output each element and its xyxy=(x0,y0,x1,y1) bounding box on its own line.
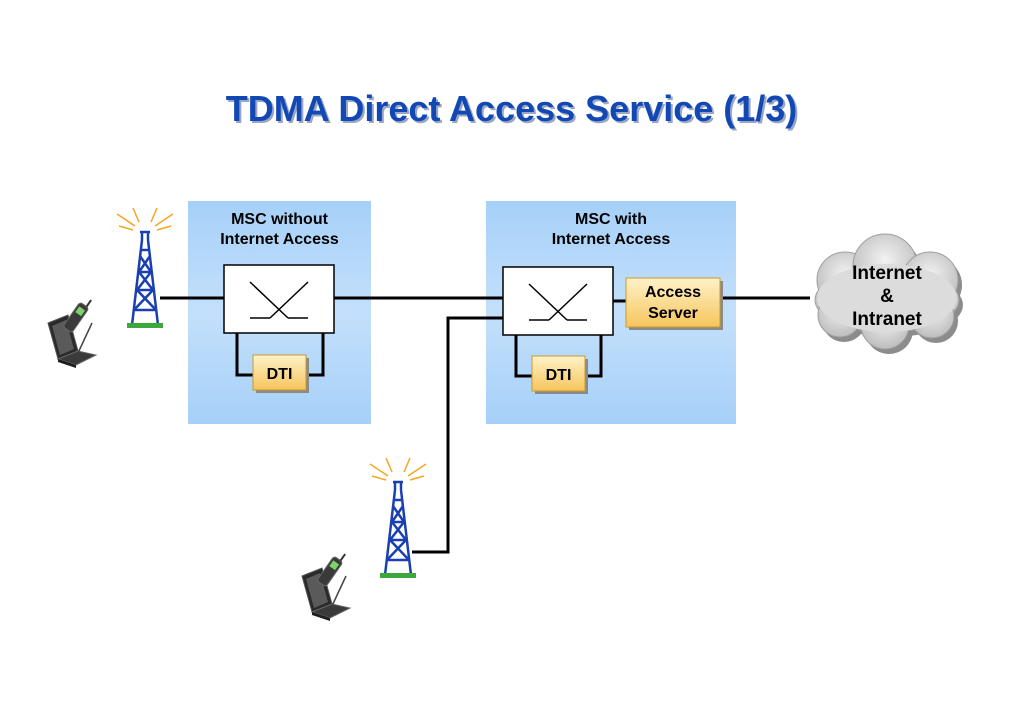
connection-lines xyxy=(160,296,810,554)
msc-left-label-line1: MSC without xyxy=(231,211,329,228)
msc-right-label-line1: MSC with xyxy=(575,211,647,228)
dti-box-right: DTI xyxy=(531,355,588,394)
msc-left-label-line2: Internet Access xyxy=(220,231,339,248)
cloud-icon: Internet & Intranet xyxy=(814,233,963,354)
antenna-tower-icon xyxy=(369,457,427,578)
msc-right-label-line2: Internet Access xyxy=(552,231,671,248)
access-server-box: Access Server xyxy=(625,277,723,330)
mobile-phone-icon xyxy=(317,553,346,587)
access-server-label-line2: Server xyxy=(648,305,698,322)
mobile-phone-icon xyxy=(63,299,92,333)
cloud-label-line3: Intranet xyxy=(852,309,922,330)
page-title: TDMA Direct Access Service (1/3) xyxy=(225,88,798,129)
access-server-label-line1: Access xyxy=(645,284,701,301)
cloud-label-line2: & xyxy=(880,286,894,307)
switch-icon xyxy=(502,266,614,336)
dti-label: DTI xyxy=(267,366,293,383)
antenna-tower-icon xyxy=(116,207,174,328)
switch-icon xyxy=(223,264,335,334)
dti-label: DTI xyxy=(546,367,572,384)
dti-box-left: DTI xyxy=(252,354,309,393)
cloud-label-line1: Internet xyxy=(852,263,922,284)
